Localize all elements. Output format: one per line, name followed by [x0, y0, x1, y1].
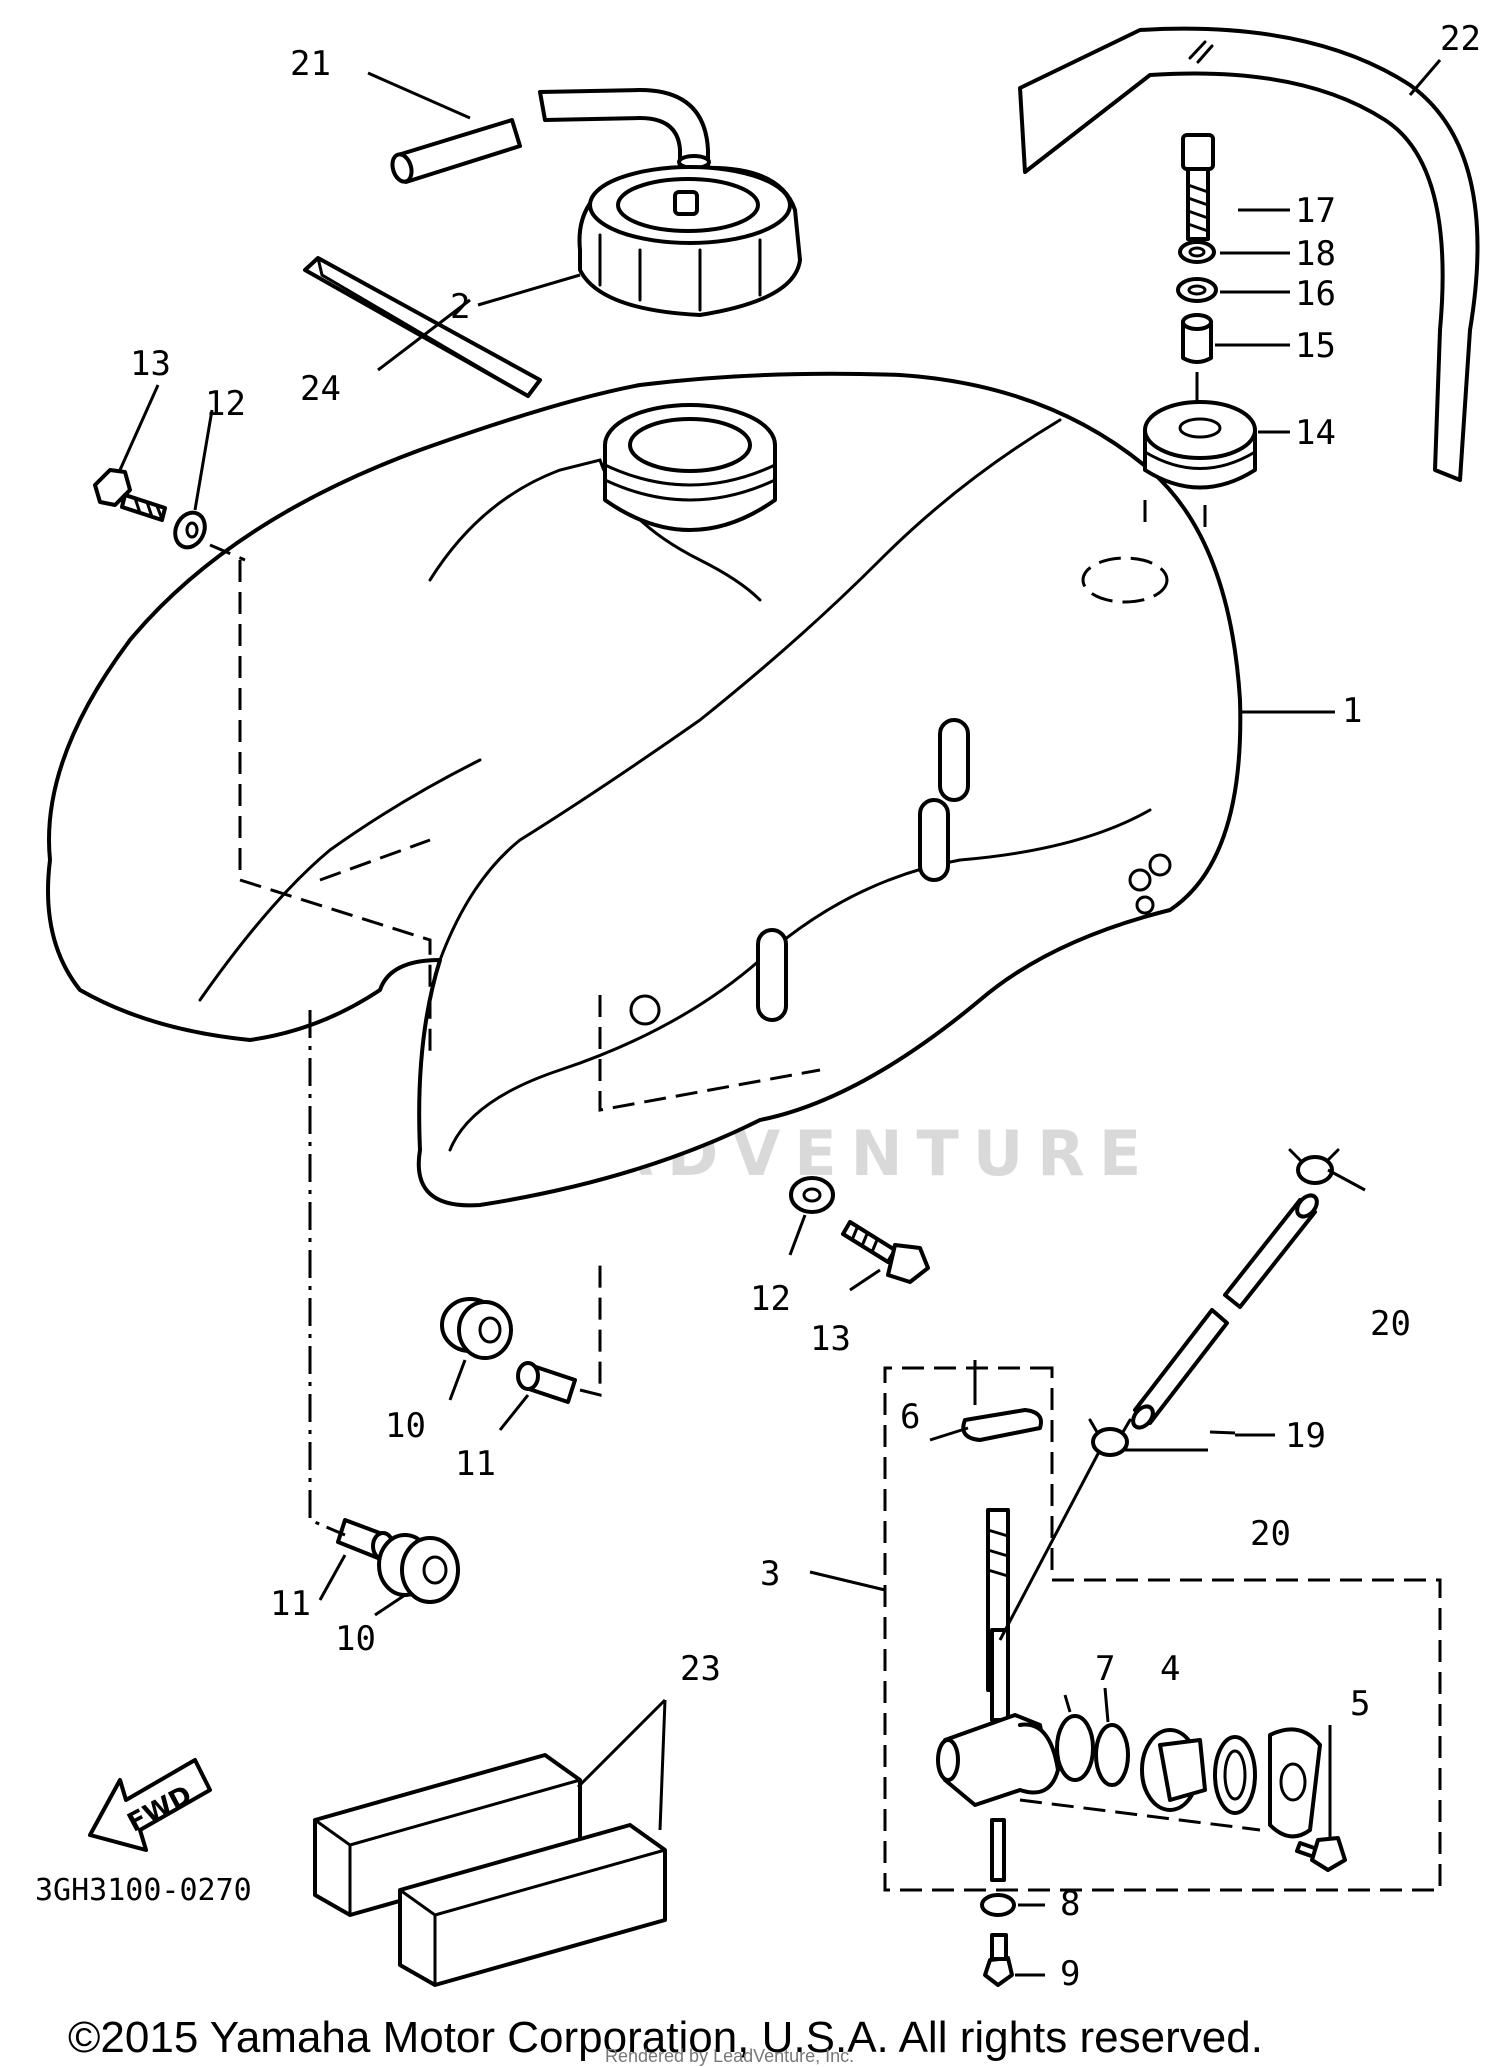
collar: [1181, 313, 1213, 364]
callout-12-right: 12: [750, 1279, 791, 1319]
grommet-lower: [377, 1533, 460, 1604]
gasket: [961, 1408, 1043, 1442]
callout-2: 2: [450, 287, 470, 327]
callout-13-right: 13: [810, 1319, 851, 1359]
grommet-upper: [440, 1297, 513, 1360]
lever-gasket: [1094, 1723, 1130, 1787]
cover-plate: [1268, 1727, 1322, 1839]
callout-19: 19: [1285, 1416, 1326, 1456]
lever: [1140, 1728, 1207, 1812]
callout-16: 16: [1295, 274, 1336, 314]
cock-screw: [1295, 1836, 1347, 1872]
breather-hose: [390, 88, 711, 184]
damper: [1143, 400, 1257, 490]
plain-washer: [1176, 277, 1218, 303]
washer-left: [173, 510, 207, 550]
callout-10-upper: 10: [385, 1406, 426, 1446]
callout-12-left: 12: [205, 384, 246, 424]
callout-1: 1: [1342, 691, 1362, 731]
callout-13-left: 13: [130, 344, 171, 384]
drawing-code: 3GH3100-0270: [35, 1873, 252, 1908]
foam-blocks: [313, 1753, 667, 1987]
fwd-arrow: FWD: [88, 1758, 212, 1852]
callout-9: 9: [1060, 1954, 1080, 1994]
seal-strip: [303, 256, 542, 398]
callout-11-upper: 11: [455, 1444, 496, 1484]
callout-14: 14: [1295, 413, 1336, 453]
callout-23: 23: [680, 1649, 721, 1689]
callout-8: 8: [1060, 1884, 1080, 1924]
fuel-tank: [46, 371, 1243, 1208]
collar-upper: [516, 1361, 577, 1404]
callout-18: 18: [1295, 234, 1336, 274]
rendered-by-note: Rendered by LeadVenture, Inc.: [605, 2046, 854, 2066]
spring-washer: [1178, 240, 1216, 264]
o-ring: [1055, 1714, 1095, 1782]
callout-20-top: 20: [1370, 1304, 1411, 1344]
callout-5: 5: [1350, 1684, 1370, 1724]
callout-20-bottom: 20: [1250, 1514, 1291, 1554]
fuel-cap: [577, 165, 802, 317]
bolt: [1181, 133, 1215, 241]
hose-clip-top: [1288, 1148, 1340, 1185]
copyright-notice: ©2015 Yamaha Motor Corporation, U.S.A. A…: [68, 2013, 1263, 2062]
callout-24: 24: [300, 369, 341, 409]
tank-strap: [1018, 26, 1480, 482]
fuel-cock: [936, 1508, 1060, 1882]
callout-4: 4: [1160, 1649, 1180, 1689]
screw-left: [93, 468, 167, 522]
callout-10-lower: 10: [335, 1619, 376, 1659]
washer-right: [789, 1176, 835, 1214]
callout-22: 22: [1440, 19, 1481, 59]
bottom-screw: [983, 1933, 1014, 1987]
hose-clip-bottom: [1088, 1418, 1132, 1457]
screw-right: [841, 1220, 930, 1284]
callout-3: 3: [760, 1554, 780, 1594]
callout-6: 6: [900, 1397, 920, 1437]
fuel-cock-box: [883, 1366, 1442, 1892]
callout-15: 15: [1295, 326, 1336, 366]
callout-11-lower: 11: [270, 1584, 311, 1624]
callout-7: 7: [1095, 1649, 1115, 1689]
bottom-washer: [980, 1893, 1016, 1917]
callout-21: 21: [290, 44, 331, 84]
wave-washer: [1213, 1735, 1257, 1815]
callout-17: 17: [1295, 191, 1336, 231]
fuel-hose: [1131, 1193, 1319, 1430]
